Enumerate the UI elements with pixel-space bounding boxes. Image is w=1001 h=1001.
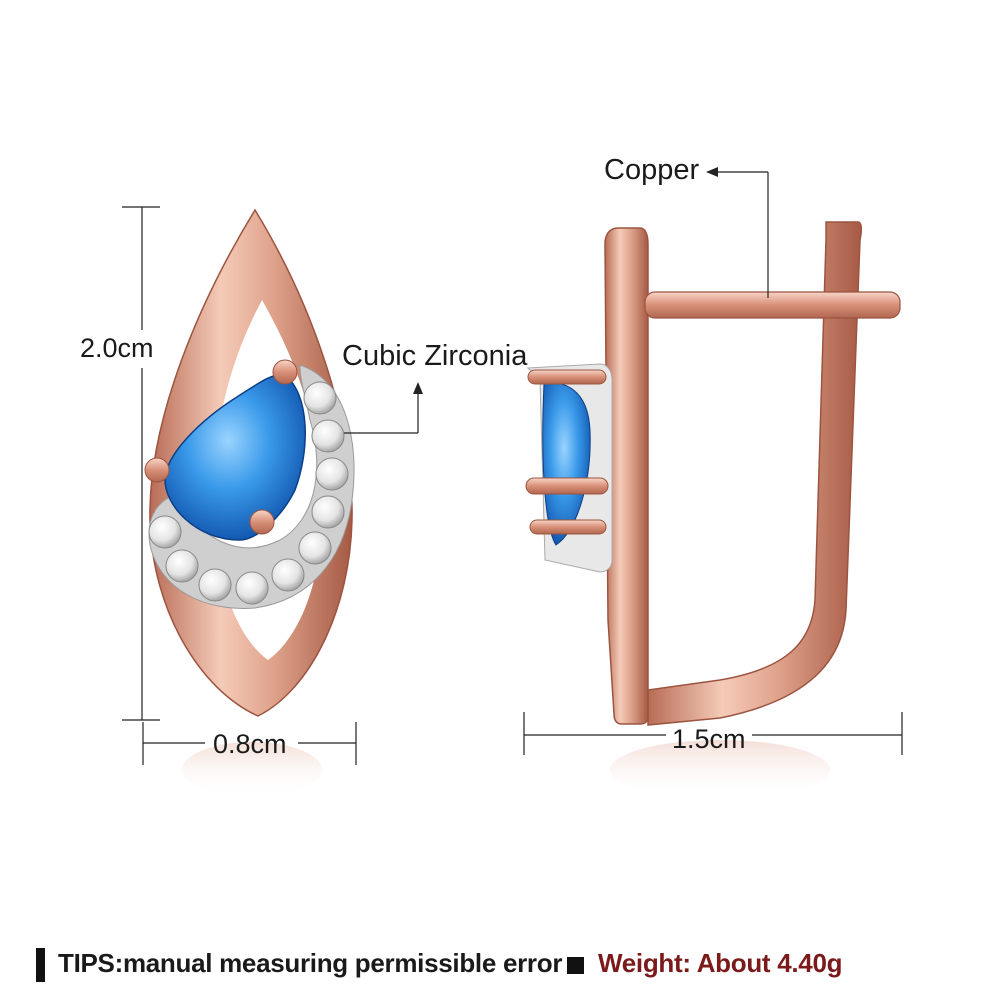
copper-label: Copper bbox=[604, 154, 700, 186]
width-label: 0.8cm bbox=[213, 729, 287, 759]
height-label: 2.0cm bbox=[80, 333, 154, 363]
footer: TIPS:manual measuring permissible error … bbox=[0, 940, 1001, 990]
tips-text: TIPS:manual measuring permissible error bbox=[58, 948, 563, 978]
tips-bar-marker bbox=[36, 948, 45, 982]
dimension-lines bbox=[122, 171, 903, 765]
weight-square-marker bbox=[567, 957, 584, 974]
callout-arrowheads bbox=[413, 167, 718, 394]
earring-side-view bbox=[525, 221, 901, 800]
weight-text: Weight: About 4.40g bbox=[598, 948, 843, 978]
earring-front-view bbox=[144, 208, 355, 798]
blue-stone bbox=[164, 373, 306, 541]
depth-label: 1.5cm bbox=[672, 724, 746, 754]
cubic-zirconia-label: Cubic Zirconia bbox=[342, 340, 528, 372]
cz-stones bbox=[148, 381, 349, 605]
